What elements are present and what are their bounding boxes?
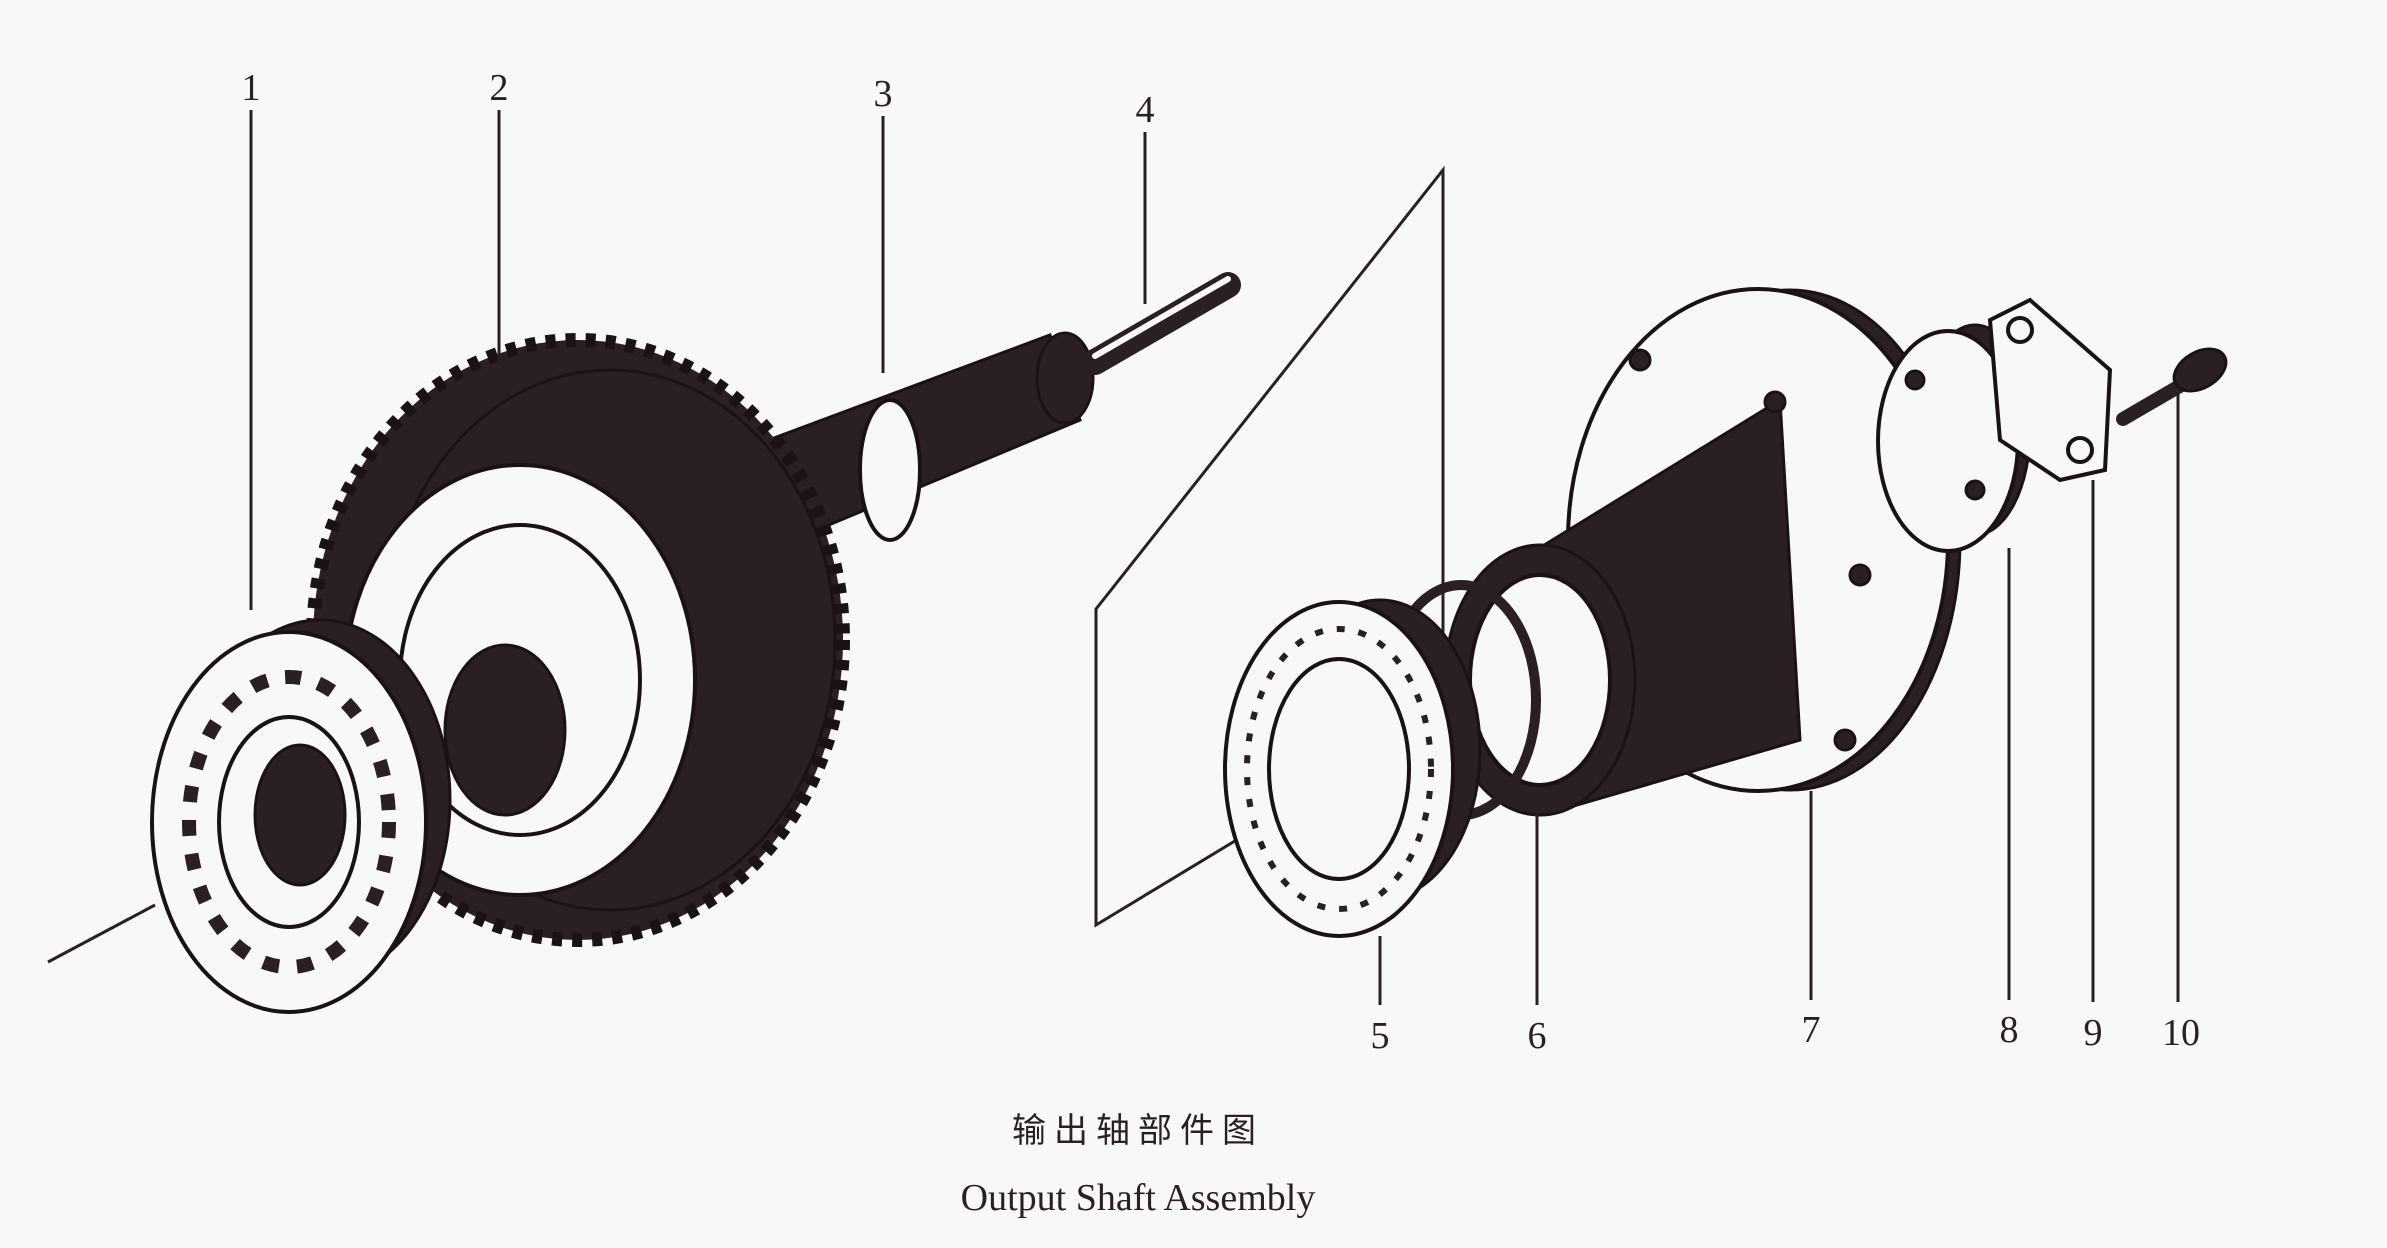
callout-1: 1 [242,67,261,109]
callout-2: 2 [490,67,509,109]
callout-4: 4 [1136,89,1155,131]
key [1082,272,1241,375]
bearing-right [1223,598,1482,938]
callout-8: 8 [2000,1009,2019,1051]
housing [1443,287,1962,817]
bolt [2116,347,2228,426]
callout-9: 9 [2084,1012,2103,1054]
callout-10: 10 [2162,1012,2200,1054]
callout-5: 5 [1371,1015,1390,1057]
callout-6: 6 [1528,1015,1547,1057]
callout-3: 3 [874,73,893,115]
caption-chinese: 输出轴部件图 [1012,1111,1264,1151]
center-axis-line [47,903,156,964]
leader-lines [249,110,2180,1005]
bearing-left [150,618,452,1014]
lock-plate [1987,297,2113,483]
callout-7: 7 [1802,1009,1821,1051]
caption-english: Output Shaft Assembly [961,1177,1316,1219]
